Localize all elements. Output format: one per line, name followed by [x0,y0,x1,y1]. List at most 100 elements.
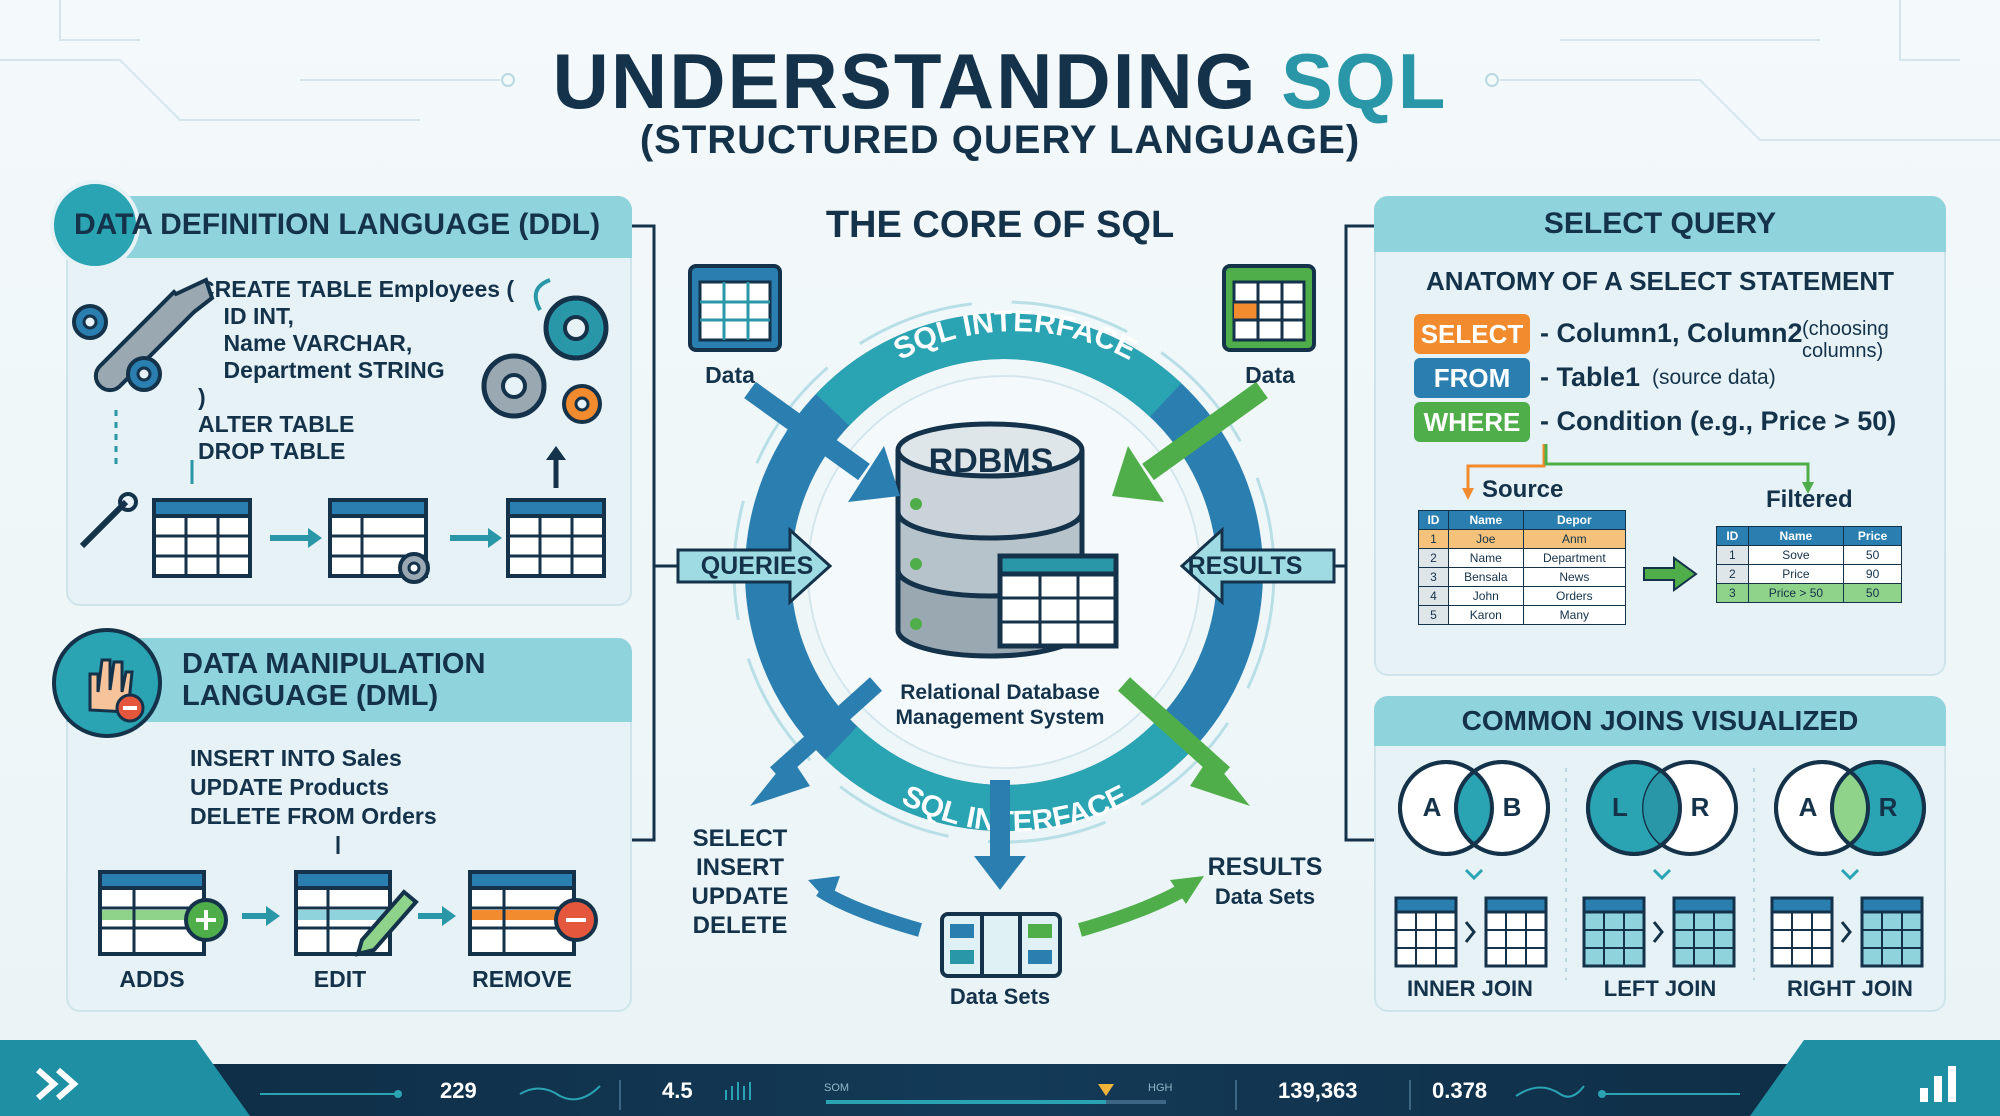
rdbms-label: RDBMS [928,442,1054,480]
ddl-code: CREATE TABLE Employees ( ID INT, Name VA… [198,276,514,465]
from-clause-text: - Table1 [1540,362,1641,392]
table-header: Name [1747,526,1845,546]
table-cell: Name [1447,548,1524,568]
core-title: THE CORE OF SQL [825,204,1175,246]
table-cell: Price > 50 [1747,583,1845,603]
table-icon [152,498,252,578]
table-cell: Sove [1747,545,1845,565]
table-cell: 50 [1843,545,1902,565]
gear-icon [72,304,108,340]
join-label: RIGHT JOIN [1787,976,1913,1001]
table-cell: 3 [1716,583,1749,603]
table-icon [1582,896,1736,968]
filtered-label: Filtered [1766,486,1853,513]
ddl-code-line: Name VARCHAR, [198,330,413,356]
source-label: Source [1482,476,1564,503]
where-clause-text: - Condition (e.g., Price > 50) [1540,406,1897,436]
table-cell: Karon [1447,605,1524,625]
ddl-panel-header [66,196,632,258]
footer-slider-right: HGH [1148,1082,1173,1094]
sql-commands-list: SELECT INSERT UPDATE DELETE [660,824,820,940]
table-cell: News [1522,567,1627,587]
ddl-code-line: ALTER TABLE [198,411,355,437]
venn-label: A [1798,792,1818,822]
ddl-code-line: CREATE TABLE Employees ( [198,276,515,302]
table-cell: Many [1522,605,1627,625]
dml-title: DATA MANIPULATION LANGUAGE (DML) [182,648,485,712]
hand-icon [52,628,162,738]
rdbms-description-line: Management System [895,706,1105,729]
gear-icon [398,552,430,584]
from-keyword: FROM [1414,358,1530,398]
select-flow-arrows [1462,444,1814,500]
data-window-icon [688,264,782,352]
select-clause-text: - Column1, Column2 [1540,318,1803,348]
table-cell: 50 [1843,583,1902,603]
ddl-illustration [72,277,609,584]
dml-code: INSERT INTO Sales UPDATE Products DELETE… [190,744,437,831]
queries-arrow [676,526,833,606]
table-icon [468,870,576,956]
core-diagram: SQL INTERFACE SQL INTERFACE [676,264,1336,978]
table-header: Price [1843,526,1902,546]
results-label: RESULTS [1187,552,1303,580]
page-title: UNDERSTANDING SQL [552,37,1448,125]
table-cell: 1 [1418,529,1449,549]
dml-step-label: REMOVE [472,966,572,992]
footer-slider-left: SOM [824,1082,850,1094]
table-header: Name [1447,510,1524,530]
table-cell: 1 [1716,545,1749,565]
table-cell: 4 [1418,586,1449,606]
sql-command: DELETE [692,912,788,939]
queries-label: QUERIES [700,552,814,580]
sql-command: INSERT [695,854,784,881]
ddl-code-line: ) [198,384,206,410]
page-subtitle: (STRUCTURED QUERY LANGUAGE) [639,118,1361,162]
results-bottom-title: RESULTS [1207,853,1323,881]
results-bottom-subtitle: Data Sets [1214,884,1316,909]
data-sets-icon [940,912,1062,978]
inner-join-venn [1398,760,1550,856]
footer-stat: 4.5 [662,1078,693,1103]
table-icon [506,498,606,578]
dml-title-line: LANGUAGE (DML) [182,680,439,712]
select-clause-note: (choosing columns) [1802,318,1889,362]
gear-icon [562,384,602,424]
fast-forward-icon [36,1067,79,1101]
ddl-title: DATA DEFINITION LANGUAGE (DDL) [74,208,601,241]
data-left-label: Data [705,362,755,388]
table-cell: Joe [1447,529,1524,549]
plus-icon [184,898,228,942]
table-cell: Orders [1522,586,1627,606]
table-cell: Bensala [1447,567,1524,587]
join-label: INNER JOIN [1407,976,1533,1001]
table-header: ID [1418,510,1449,530]
dml-title-line: DATA MANIPULATION [182,648,486,680]
dml-code-line: UPDATE Products [190,774,389,800]
ddl-code-line: DROP TABLE [198,438,346,464]
results-arrow [1179,526,1336,606]
right-join-venn [1774,760,1926,856]
footer-stat: 229 [440,1078,477,1103]
bar-chart-icon [1920,1066,1956,1102]
footer-stat: 139,363 [1278,1078,1358,1103]
table-icon [1394,896,1548,968]
table-cell: Department [1522,548,1627,568]
table-icon [997,553,1119,649]
venn-label: L [1612,792,1628,822]
dml-illustration [98,836,598,957]
venn-label: R [1878,792,1898,822]
table-cell: John [1447,586,1524,606]
table-cell: 5 [1418,605,1449,625]
select-keyword: SELECT [1414,314,1530,354]
dml-code-line: INSERT INTO Sales [190,745,402,771]
data-right-label: Data [1245,362,1295,388]
table-header: Depor [1522,510,1627,530]
hand-icon-glyph [88,658,145,723]
ddl-code-line: ID INT, [198,303,294,329]
table-header: ID [1716,526,1749,546]
